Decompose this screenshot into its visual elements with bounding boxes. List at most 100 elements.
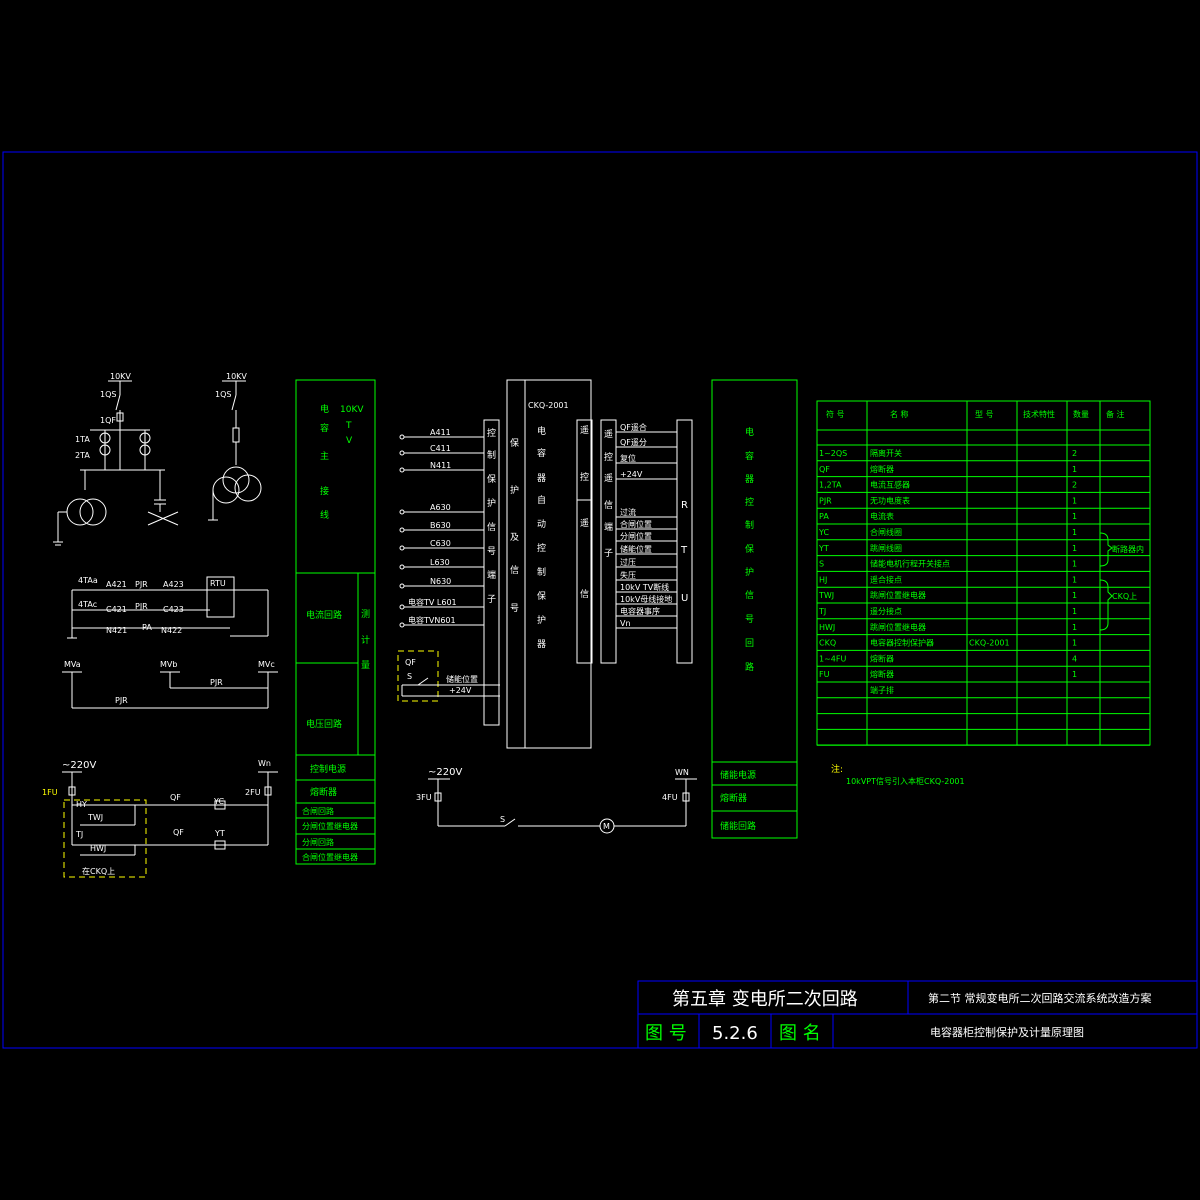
- table-header: 型 号: [975, 410, 994, 419]
- signal-label: 过压: [620, 557, 636, 567]
- signal-label: 分闸位置: [620, 531, 652, 541]
- table-cell: 电流表: [870, 511, 894, 521]
- col5-char: 端: [604, 521, 613, 533]
- brace-ckq: [1099, 579, 1113, 631]
- table-cell: 1~2QS: [819, 449, 847, 458]
- current-loop-label: 电流回路: [306, 609, 342, 621]
- table-cell: 1: [1072, 623, 1077, 632]
- chapter-title: 第五章 变电所二次回路: [672, 989, 858, 1010]
- ckq-qf-label: QF: [405, 658, 416, 667]
- col1-char: 保: [487, 473, 496, 485]
- col1-char: 信: [487, 521, 496, 533]
- fig-name: 电容器柜控制保护及计量原理图: [930, 1025, 1084, 1039]
- motor-s-label: S: [500, 815, 505, 824]
- table-cell: 合闸线圈: [870, 527, 902, 537]
- table-header: 备 注: [1106, 409, 1125, 419]
- left-strip-bottom: 合闸位置继电器: [302, 852, 358, 862]
- col3-char: 容: [537, 447, 546, 459]
- control-supply-label: ~220V: [62, 760, 96, 771]
- signal-label: 复位: [620, 453, 636, 463]
- note-text: 10kVPT信号引入本柜CKQ-2001: [846, 776, 965, 786]
- left-strip-char: 计: [361, 634, 370, 646]
- twj-label: TWJ: [87, 813, 103, 822]
- table-cell: 电容器控制保护器: [870, 638, 934, 648]
- note: 注: 10kVPT信号引入本柜CKQ-2001: [831, 763, 965, 786]
- table-cell: 电流互感器: [870, 480, 910, 490]
- col5-char: 控: [604, 451, 613, 463]
- table-cell: PJR: [819, 496, 832, 505]
- a421-label: A421: [106, 580, 127, 589]
- col1-char: 控: [487, 427, 496, 439]
- table-cell: 储能电机行程开关接点: [870, 559, 950, 569]
- right-strip-char: 路: [745, 661, 754, 673]
- col1-char: 端: [487, 569, 496, 581]
- c421-label: C421: [106, 605, 127, 614]
- table-cell: 2: [1072, 481, 1077, 490]
- table-cell: 1: [1072, 591, 1077, 600]
- table-cell: 隔离开关: [870, 448, 902, 458]
- note-title: 注:: [831, 763, 843, 775]
- fig-name-label: 图 名: [779, 1023, 821, 1044]
- v24-label: +24V: [449, 686, 472, 695]
- left-strip-bottom: 控制电源: [310, 763, 346, 775]
- right-bus-label: 10KV: [226, 372, 247, 381]
- yt-label: YT: [214, 829, 225, 838]
- table-cell: 1: [1072, 544, 1077, 553]
- voltage-circuit: MVa MVb MVc PJR PJR: [62, 660, 278, 709]
- signal-label: 失压: [620, 570, 636, 580]
- pjr-top-label: PJR: [210, 678, 223, 687]
- left-strip-char: T: [345, 421, 352, 431]
- signal-label: QF遥合: [620, 422, 647, 432]
- terminal-input-label: A411: [430, 428, 451, 437]
- fig-number: 5.2.6: [712, 1023, 758, 1044]
- brace-label: 断路器内: [1112, 544, 1144, 554]
- signal-label: 合闸位置: [620, 519, 652, 529]
- signal-label: 10kV TV断线: [620, 582, 669, 592]
- col3-char: 器: [537, 473, 546, 484]
- left-strip-char: 容: [320, 422, 329, 434]
- fu3-label: 3FU: [416, 793, 432, 802]
- table-cell: 1: [1072, 465, 1077, 474]
- col3-char: 保: [537, 590, 546, 602]
- table-cell: TJ: [818, 607, 826, 616]
- col5-char: 子: [604, 548, 613, 559]
- tj-label: TJ: [75, 830, 83, 839]
- table-cell: YC: [818, 528, 829, 537]
- brace-breaker: [1099, 532, 1113, 567]
- rtu-char: R: [681, 500, 688, 511]
- pjr-bottom-label: PJR: [115, 696, 128, 705]
- ckq-model-label: CKQ-2001: [528, 401, 569, 410]
- table-cell: 1: [1072, 560, 1077, 569]
- terminal-input-label: C411: [430, 444, 451, 453]
- right-strip: 电 容 器 控 制 保 护 信 号 回 路 储能电源 熔断器 储能回路: [711, 379, 798, 839]
- table-cell: QF: [819, 465, 830, 474]
- table-cell: CKQ: [819, 639, 836, 648]
- col1-char: 子: [487, 594, 496, 605]
- left-strip-char: 电: [320, 403, 329, 415]
- right-strip-char: 制: [745, 519, 754, 531]
- table-cell: 1: [1072, 575, 1077, 584]
- table-cell: 熔断器: [870, 653, 894, 663]
- current-circuit: 4TAa 4TAc A421 PJR A423 C421 PJR C423 N4…: [67, 576, 269, 639]
- right-strip-char: 回: [745, 638, 754, 649]
- right-strip-char: 号: [745, 614, 754, 625]
- col2-char: 信: [510, 564, 519, 576]
- col3-char: 制: [537, 566, 546, 578]
- table-cell: 1: [1072, 512, 1077, 521]
- col4-char: 信: [580, 588, 589, 600]
- n421-label: N421: [106, 626, 127, 635]
- on-ckq-label: 在CKQ上: [82, 866, 115, 876]
- terminal-input-label: B630: [430, 521, 451, 530]
- table-cell: FU: [819, 670, 830, 679]
- ckq-block: CKQ-2001 控 制 保 护 信 号 端 子 保 护 及 信 号 电 容 器…: [397, 379, 693, 749]
- left-strip-char: 接: [320, 485, 329, 497]
- control-circuit: ~220V Wn 1FU 2FU HY TWJ TJ HWJ QF YC QF …: [42, 759, 278, 878]
- mvc-label: MVc: [258, 660, 275, 669]
- table-cell: 无功电度表: [870, 495, 910, 505]
- table-cell: TWJ: [818, 591, 834, 600]
- qf2-label: QF: [173, 828, 184, 837]
- hy-label: HY: [76, 800, 87, 809]
- table-cell: 端子排: [870, 685, 894, 695]
- col2-char: 号: [510, 603, 519, 614]
- table-cell: 跳闸位置继电器: [870, 622, 926, 632]
